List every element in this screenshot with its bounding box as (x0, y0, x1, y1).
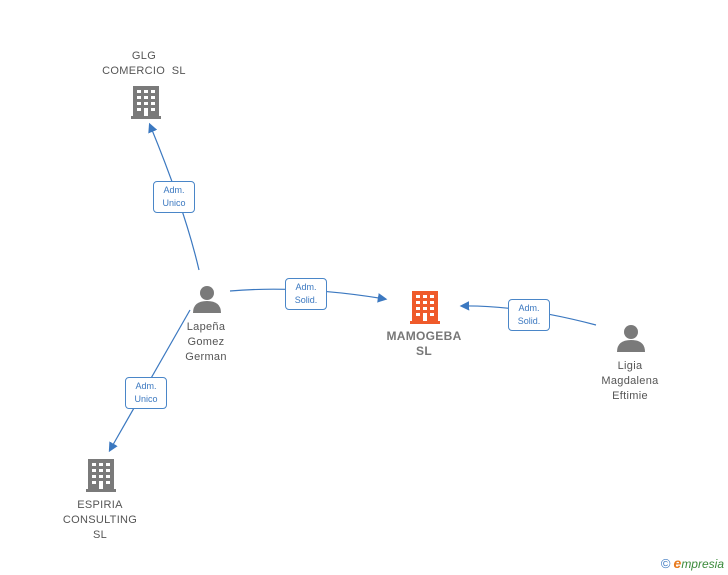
label-line: GLG (131, 50, 157, 62)
label-line: Ligia (617, 360, 643, 372)
node-label-mamogeba[interactable]: MAMOGEBA SL (364, 329, 484, 359)
label-line: Gomez (187, 336, 225, 348)
label-line: CONSULTING (62, 514, 138, 526)
edge-label-line: Adm. (295, 282, 317, 292)
building-icon[interactable] (86, 459, 116, 492)
node-label-ligia[interactable]: Ligia Magdalena Eftimie (570, 359, 690, 404)
edge-label-line: Solid. (517, 316, 541, 326)
edge-label-line: Adm. (163, 185, 185, 195)
edge-label-line: Unico (134, 394, 158, 404)
label-line: Eftimie (612, 390, 648, 402)
edge-label-ligia-mamogeba[interactable]: Adm. Solid. (508, 299, 550, 331)
label-line: Magdalena (601, 375, 659, 387)
brand-initial: e (673, 555, 682, 571)
label-line: Lapeña (186, 321, 226, 333)
edge-label-lapena-glg[interactable]: Adm. Unico (153, 181, 195, 213)
label-line: COMERCIO SL (102, 65, 186, 77)
brand-watermark: ©empresia (661, 555, 724, 571)
brand-name: mpresia (681, 557, 724, 571)
edge-label-line: Solid. (294, 295, 318, 305)
copyright-symbol: © (660, 556, 671, 571)
edge-label-line: Adm. (518, 303, 540, 313)
person-icon[interactable] (193, 286, 221, 313)
building-icon[interactable] (131, 86, 161, 119)
edge-label-lapena-mamogeba[interactable]: Adm. Solid. (285, 278, 327, 310)
node-label-espiria[interactable]: ESPIRIA CONSULTING SL (40, 498, 160, 543)
edge-label-line: Adm. (135, 381, 157, 391)
label-line: German (185, 351, 227, 363)
label-line: SL (92, 529, 108, 541)
edge-label-line: Unico (162, 198, 186, 208)
node-label-glg[interactable]: GLG COMERCIO SL (84, 49, 204, 79)
person-icon[interactable] (617, 325, 645, 352)
main-building-icon[interactable] (410, 291, 440, 324)
label-line: ESPIRIA (77, 499, 123, 511)
label-line: SL (416, 344, 432, 358)
label-line: MAMOGEBA (386, 329, 462, 343)
node-label-lapena[interactable]: Lapeña Gomez German (146, 320, 266, 365)
edge-label-lapena-espiria[interactable]: Adm. Unico (125, 377, 167, 409)
